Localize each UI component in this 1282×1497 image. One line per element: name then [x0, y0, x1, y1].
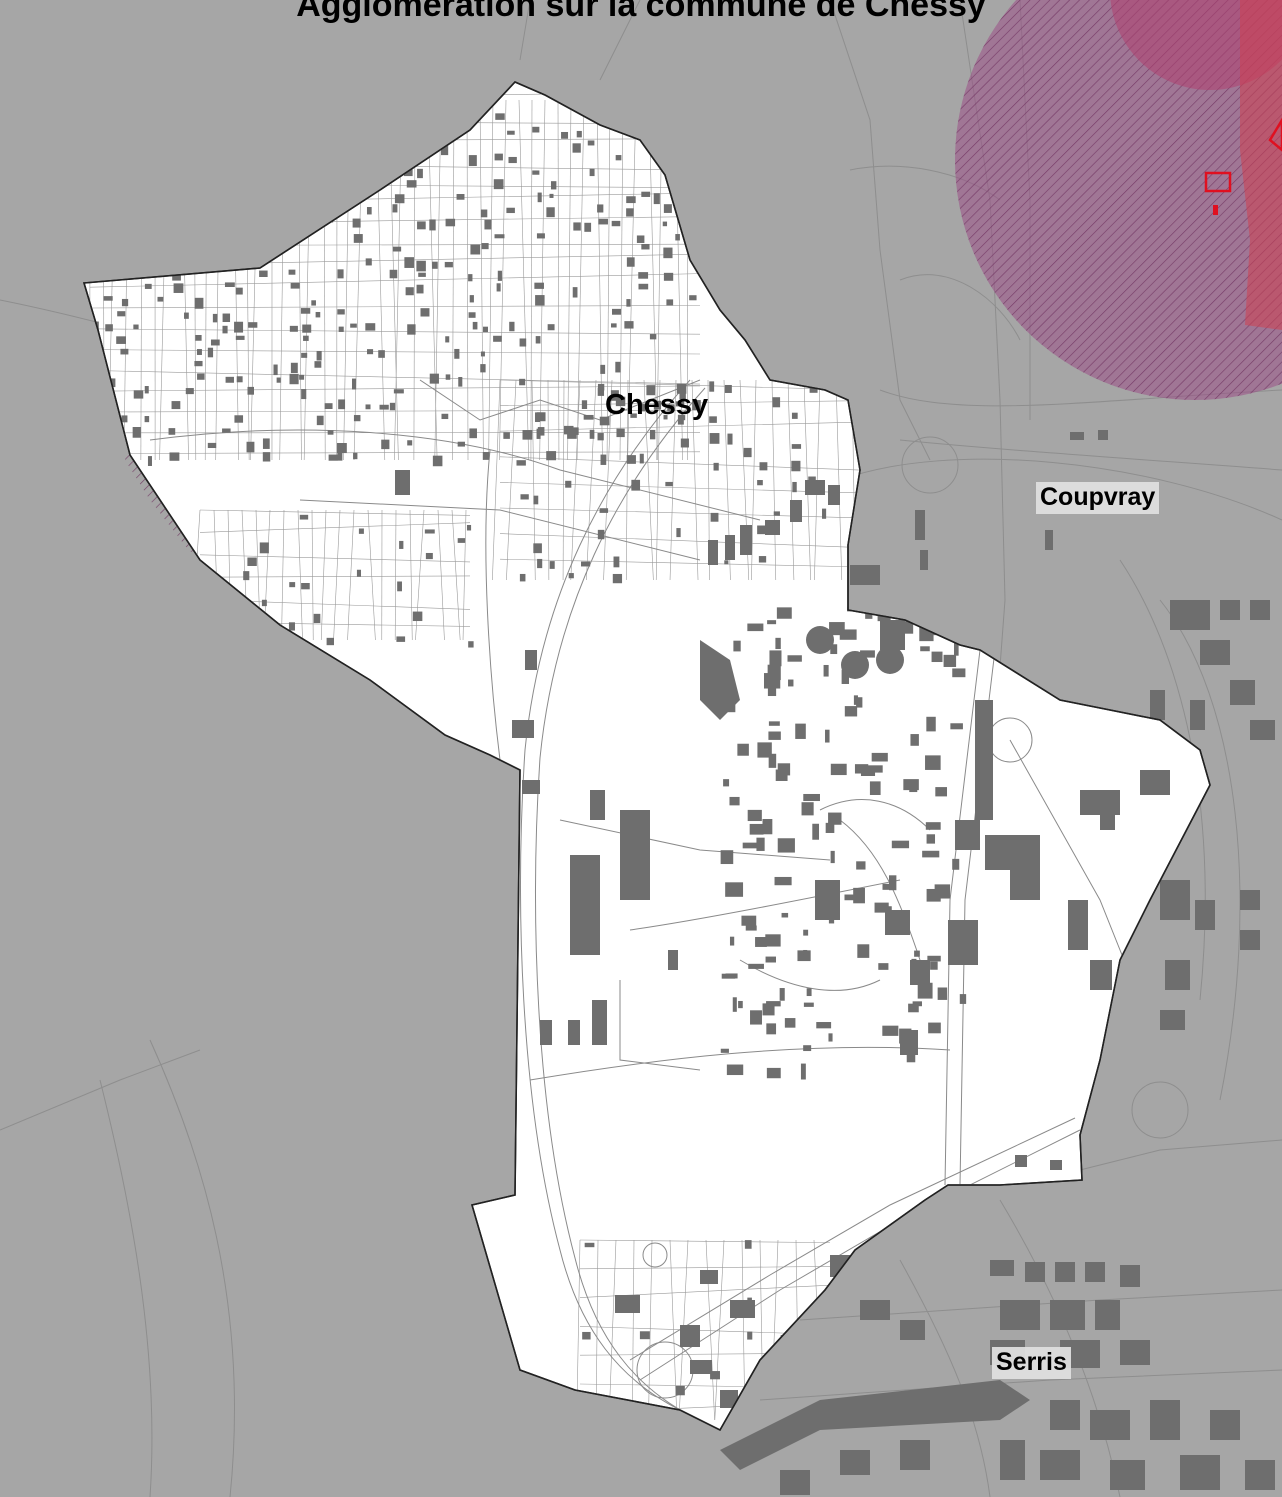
place-label-chessy[interactable]: Chessy — [605, 389, 709, 421]
risk-zone-hatching — [955, 0, 1282, 400]
commune-buildings — [90, 101, 967, 1413]
road-network — [149, 379, 1141, 1419]
risk-zone-inner-circle[interactable] — [1110, 0, 1282, 90]
large-buildings — [395, 470, 1170, 1408]
risk-marker-building[interactable] — [1204, 171, 1232, 193]
risk-marker-edge — [1268, 117, 1282, 152]
place-label-coupvray[interactable]: Coupvray — [1036, 482, 1160, 514]
commune-outline — [82, 81, 1211, 1432]
place-label-serris[interactable]: Serris — [992, 1347, 1071, 1379]
risk-marker-small — [1213, 205, 1218, 215]
risk-zone-strip[interactable] — [1240, 0, 1282, 330]
risk-zone[interactable] — [955, 0, 1282, 400]
